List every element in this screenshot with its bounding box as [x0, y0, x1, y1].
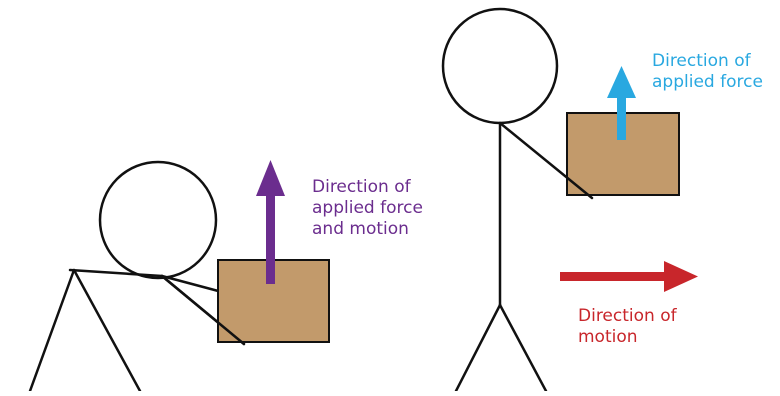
motion-label-line1: Direction of — [578, 306, 677, 327]
lift-label-line3: and motion — [312, 219, 423, 240]
lift-label-line1: Direction of — [312, 177, 423, 198]
carrying-person-head — [443, 9, 557, 123]
motion-label: Direction of motion — [578, 306, 677, 348]
lifting-person — [30, 162, 244, 391]
lift-label-line2: applied force — [312, 198, 423, 219]
carrying-person-left-leg — [456, 305, 500, 391]
lifting-person-right-leg — [74, 270, 140, 391]
lift-force-label: Direction of applied force and motion — [312, 177, 423, 240]
carrying-person-right-leg — [500, 305, 546, 391]
lifting-person-head — [100, 162, 216, 278]
carrying-person — [443, 9, 557, 391]
motion-arrow — [560, 261, 698, 292]
carry-force-label-line1: Direction of — [652, 51, 763, 72]
carry-force-label-line2: applied force — [652, 72, 763, 93]
lifting-person-left-leg — [30, 270, 74, 391]
motion-label-line2: motion — [578, 327, 677, 348]
carry-force-label: Direction of applied force — [652, 51, 763, 93]
